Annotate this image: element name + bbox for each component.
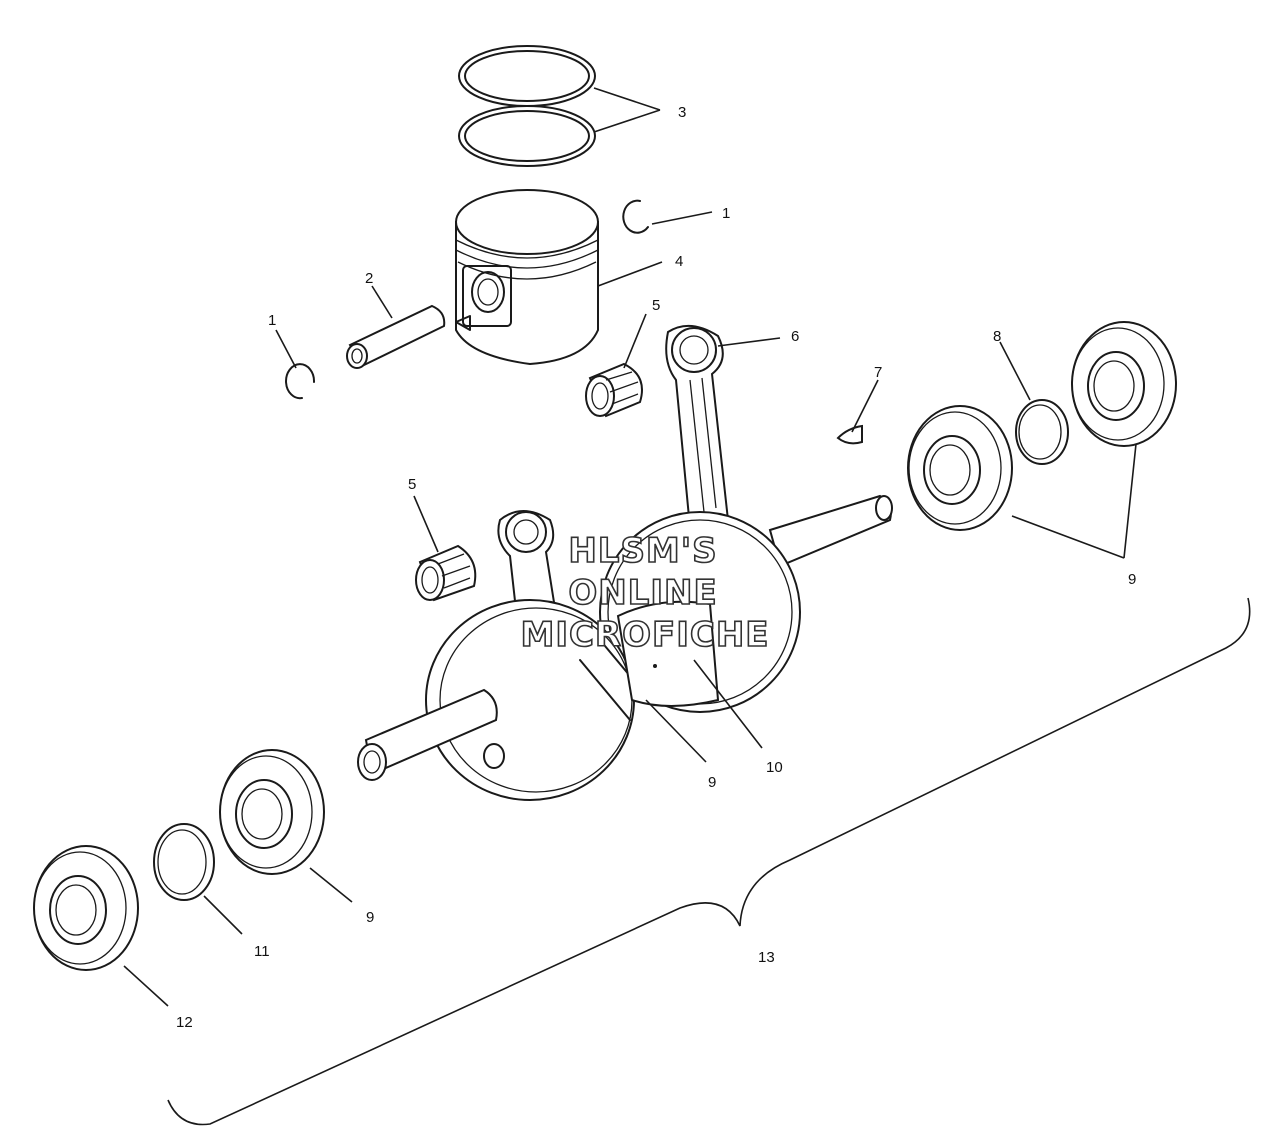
callout-13: 13 [758,949,775,966]
callout-10: 10 [766,759,783,776]
callout-9-right: 9 [1128,571,1136,588]
callout-2: 2 [365,270,373,287]
needle-bearing-upper [585,362,643,418]
callout-7: 7 [874,364,882,381]
callout-8: 8 [993,328,1001,345]
watermark-line-3: MICROFICHE [520,615,769,655]
callout-4: 4 [675,253,683,270]
callout-9-center: 9 [708,774,716,791]
leader-lines [123,87,1137,1007]
watermark-line-2: ONLINE [568,573,717,613]
callout-11: 11 [254,943,270,960]
woodruff-key [836,424,863,445]
callout-12: 12 [176,1014,193,1031]
piston-pin [346,304,446,369]
watermark-line-1: HLSM'S [568,531,717,571]
shim-right [1015,399,1069,465]
piston-rings [458,45,596,167]
callout-5-mid: 5 [408,476,416,493]
callout-5-top: 5 [652,297,660,314]
bearing-right-outer [1071,321,1177,447]
piston [455,189,599,366]
bearing-right-inner [907,405,1013,531]
callout-6: 6 [791,328,799,345]
crankshaft [357,494,893,801]
callout-1-left: 1 [268,312,276,329]
oil-seal-12 [33,845,139,971]
needle-bearing-lower [415,544,477,602]
watermark: HLSM'S ONLINE MICROFICHE [520,530,770,656]
callout-9-left: 9 [366,909,374,926]
circlip-right [622,199,649,234]
circlip-left [285,363,316,400]
connecting-rod-upper [665,325,730,530]
assembly-brace [167,597,1251,1126]
callout-3: 3 [678,104,686,121]
callout-1-top: 1 [722,205,730,222]
bearing-left-inner [219,749,325,875]
seal-ring-11 [153,823,215,901]
